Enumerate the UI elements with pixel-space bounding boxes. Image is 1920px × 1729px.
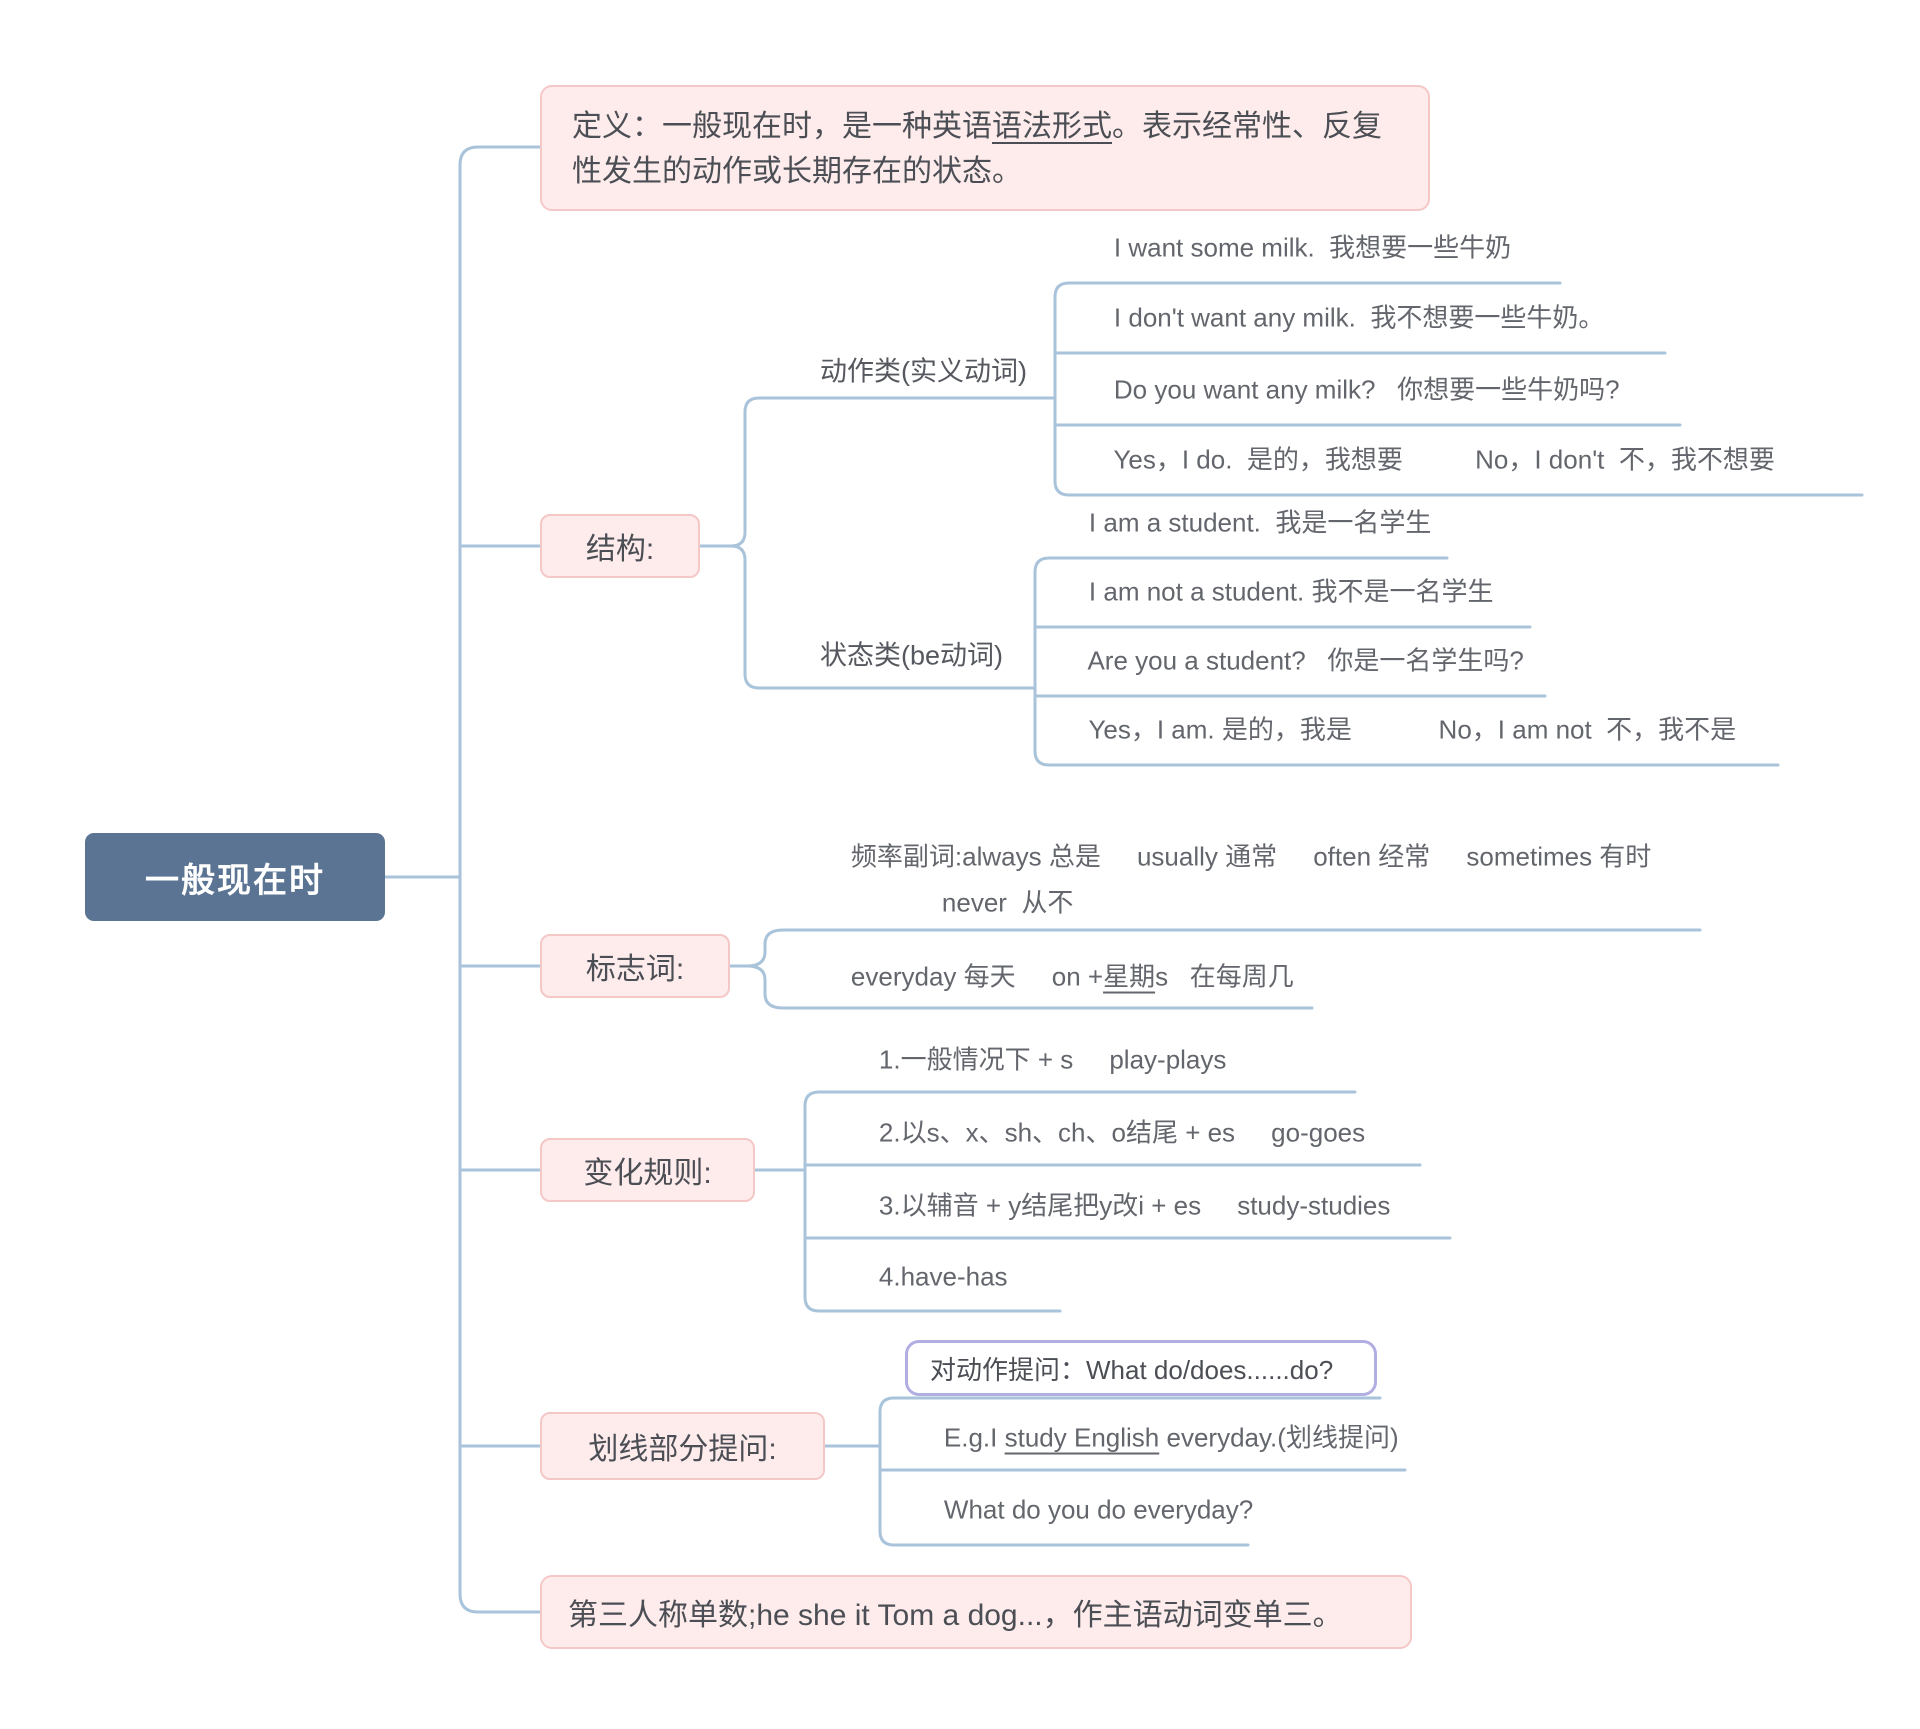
third-person-text: 第三人称单数;he she it Tom a dog...，作主语动词变单三。: [568, 1599, 1343, 1632]
be-item-4[interactable]: Yes，I am. 是的，我是 No，I am not 不，我不是: [1060, 679, 1736, 778]
be-group-label[interactable]: 状态类(be动词): [790, 602, 1003, 703]
be-group-label-text: 状态类(be动词): [820, 640, 1004, 671]
rules-topic-label: 变化规则:: [583, 1157, 712, 1190]
rule-item-1[interactable]: 1.一般情况下 + s play-plays: [850, 1009, 1226, 1108]
action-item-2[interactable]: I don't want any milk. 我不想要一些牛奶。: [1085, 267, 1604, 366]
frequency-adverbs-line1[interactable]: 频率副词:always 总是 usually 通常 often 经常 somet…: [822, 806, 1651, 905]
rule-item-3[interactable]: 3.以辅音 + y结尾把y改i + es study-studies: [850, 1155, 1390, 1254]
question-example[interactable]: E.g.I study English everyday.(划线提问): [915, 1387, 1399, 1486]
question-example-post: everyday.(划线提问): [1159, 1422, 1399, 1453]
be-item-4-text: Yes，I am. 是的，我是 No，I am not 不，我不是: [1088, 714, 1737, 745]
be-item-3-text: Are you a student? 你是一名学生吗?: [1087, 645, 1524, 676]
question-topic-label: 划线部分提问:: [588, 1433, 777, 1466]
definition-topic[interactable]: 定义：一般现在时，是一种英语语法形式。表示经常性、反复性发生的动作或长期存在的状…: [540, 85, 1430, 211]
definition-text-post: 。表示经常性、反复性发生的动作或长期存在的状态。: [572, 110, 1382, 188]
everyday-item[interactable]: everyday 每天 on +星期s 在每周几: [822, 926, 1294, 1025]
action-item-3-text: Do you want any milk? 你想要一些牛奶吗?: [1113, 374, 1620, 405]
rule-item-3-text: 3.以辅音 + y结尾把y改i + es study-studies: [878, 1190, 1391, 1221]
frequency-adverbs-line2-text: never 从不: [941, 887, 1074, 918]
action-item-4-text: Yes，I do. 是的，我想要 No，I don't 不，我不想要: [1113, 444, 1775, 475]
rule-item-4-text: 4.have-has: [878, 1261, 1008, 1292]
rule-item-4[interactable]: 4.have-has: [850, 1231, 1008, 1324]
question-answer[interactable]: What do you do everyday?: [915, 1464, 1253, 1557]
markers-topic-label: 标志词:: [585, 953, 685, 986]
definition-text-underlined: 语法形式: [992, 110, 1112, 143]
be-item-1-text: I am a student. 我是一名学生: [1088, 507, 1432, 538]
question-topic[interactable]: 划线部分提问:: [540, 1412, 825, 1480]
action-item-3[interactable]: Do you want any milk? 你想要一些牛奶吗?: [1085, 339, 1620, 438]
be-item-2[interactable]: I am not a student. 我不是一名学生: [1060, 541, 1494, 640]
question-pattern-box[interactable]: 对动作提问：What do/does......do?: [905, 1340, 1377, 1396]
definition-text-pre: 定义：一般现在时，是一种英语: [572, 110, 992, 143]
rule-item-1-text: 1.一般情况下 + s play-plays: [878, 1044, 1227, 1075]
root-topic-label: 一般现在时: [145, 861, 325, 900]
rule-item-2-text: 2.以s、x、sh、ch、o结尾 + es go-goes: [878, 1117, 1366, 1148]
root-topic[interactable]: 一般现在时: [85, 833, 385, 921]
be-item-3[interactable]: Are you a student? 你是一名学生吗?: [1060, 610, 1524, 709]
be-item-1[interactable]: I am a student. 我是一名学生: [1060, 472, 1431, 571]
question-answer-text: What do you do everyday?: [943, 1494, 1254, 1525]
markers-topic[interactable]: 标志词:: [540, 934, 730, 998]
question-example-underlined: study English: [1004, 1422, 1160, 1453]
question-pattern-text: 对动作提问：What do/does......do?: [930, 1354, 1334, 1385]
action-group-label[interactable]: 动作类(实义动词): [790, 318, 1027, 419]
everyday-item-pre: everyday 每天 on +: [850, 961, 1104, 992]
structure-topic-label: 结构:: [585, 533, 655, 566]
action-item-1[interactable]: I want some milk. 我想要一些牛奶: [1085, 197, 1511, 296]
action-item-4[interactable]: Yes，I do. 是的，我想要 No，I don't 不，我不想要: [1085, 409, 1775, 508]
action-item-1-text: I want some milk. 我想要一些牛奶: [1113, 232, 1512, 263]
frequency-adverbs-line1-text: 频率副词:always 总是 usually 通常 often 经常 somet…: [850, 841, 1652, 872]
be-item-2-text: I am not a student. 我不是一名学生: [1088, 576, 1494, 607]
action-group-label-text: 动作类(实义动词): [820, 356, 1027, 387]
everyday-item-underlined: 星期: [1103, 961, 1156, 992]
action-item-2-text: I don't want any milk. 我不想要一些牛奶。: [1113, 302, 1605, 333]
third-person-topic[interactable]: 第三人称单数;he she it Tom a dog...，作主语动词变单三。: [540, 1575, 1412, 1649]
frequency-adverbs-line2[interactable]: never 从不: [913, 852, 1074, 951]
question-example-pre: E.g.I: [943, 1422, 1005, 1453]
structure-topic[interactable]: 结构:: [540, 514, 700, 578]
rule-item-2[interactable]: 2.以s、x、sh、ch、o结尾 + es go-goes: [850, 1082, 1365, 1181]
everyday-item-post: s 在每周几: [1155, 961, 1294, 992]
rules-topic[interactable]: 变化规则:: [540, 1138, 755, 1202]
